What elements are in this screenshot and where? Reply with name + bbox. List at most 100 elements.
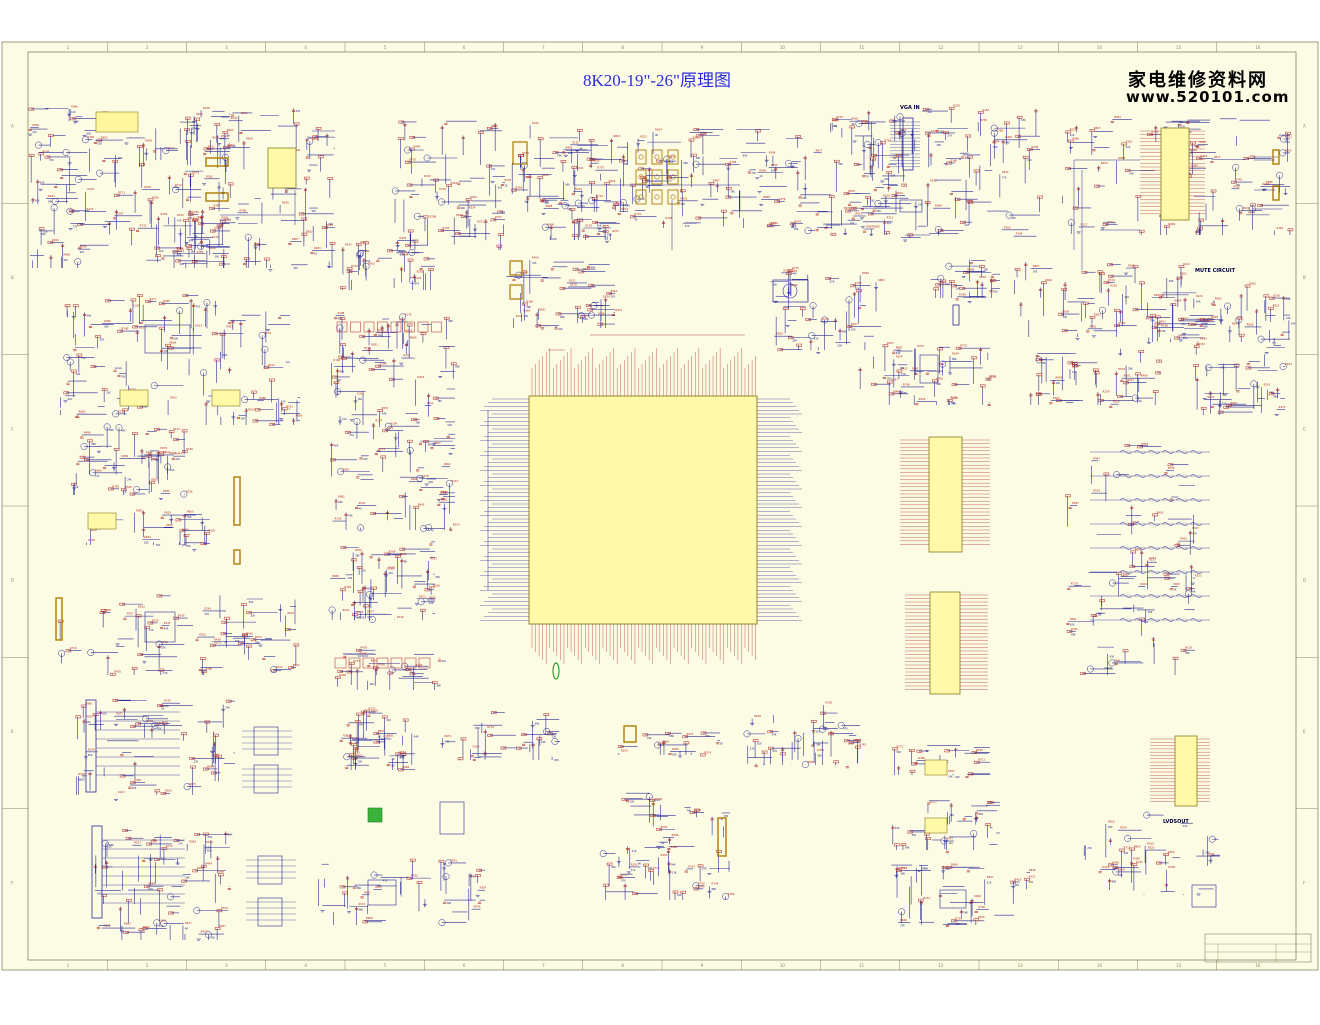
part-value: 97K — [338, 318, 343, 321]
part-value: 78K — [415, 421, 420, 424]
part-ref: R180 — [186, 447, 193, 451]
part-value: 36K — [900, 873, 905, 876]
part-ref: R160 — [473, 745, 480, 749]
part-ref: R170 — [570, 282, 577, 286]
part-ref: R732 — [351, 264, 358, 268]
part-value: 92K — [1126, 146, 1131, 149]
part-ref: R388 — [104, 608, 111, 612]
part-ref: R731 — [990, 375, 997, 379]
part-value: 26K — [223, 354, 228, 357]
part-value: 29K — [792, 340, 797, 343]
part-ref: R163 — [138, 604, 145, 608]
part-ref: R719 — [1151, 130, 1158, 134]
part-value: 36K — [705, 735, 710, 738]
part-ref: R653 — [124, 921, 131, 925]
part-ref: R288 — [666, 216, 673, 220]
part-value: 81K — [757, 743, 762, 746]
part-ref: R968 — [366, 916, 373, 920]
part-value: 36K — [876, 210, 881, 213]
part-ref: R950 — [1133, 856, 1140, 860]
part-value: 24K — [369, 683, 374, 686]
part-ref: R409 — [160, 212, 167, 216]
part-ref: R756 — [439, 187, 446, 191]
part-value: 30K — [214, 255, 219, 258]
part-ref: R399 — [344, 585, 351, 589]
part-value: 13K — [870, 199, 875, 202]
part-ref: R432 — [1002, 170, 1009, 174]
part-value: 1K — [314, 253, 318, 256]
part-ref: R394 — [1200, 337, 1207, 341]
part-ref: R727 — [353, 659, 360, 663]
part-value: 16K — [1286, 317, 1291, 320]
part-ref: R403 — [226, 325, 233, 329]
part-value: 23K — [400, 756, 405, 759]
part-value: 4K — [185, 927, 189, 930]
part-value: 89K — [448, 320, 453, 323]
part-value: 66K — [429, 481, 434, 484]
part-value: 39K — [965, 157, 970, 160]
part-ref: R440 — [413, 145, 420, 149]
part-value: 16K — [357, 887, 362, 890]
part-value: 84K — [359, 724, 364, 727]
zone-marker-right: D — [1303, 578, 1306, 583]
part-ref: R214 — [268, 363, 275, 367]
part-ref: R844 — [144, 535, 151, 539]
part-ref: R461 — [611, 289, 618, 293]
part-ref: R230 — [118, 409, 125, 413]
part-value: 26K — [558, 328, 563, 331]
part-ref: R549 — [978, 915, 985, 919]
part-ref: R452 — [790, 269, 797, 273]
part-value: 91K — [597, 224, 602, 227]
part-ref: R865 — [1134, 844, 1141, 848]
part-ref: R344 — [952, 352, 959, 356]
part-ref: R275 — [687, 732, 694, 736]
part-ref: R588 — [672, 833, 679, 837]
part-value: 11K — [80, 778, 85, 781]
part-value: 21K — [32, 131, 37, 134]
part-ref: R433 — [345, 243, 352, 247]
part-value: 51K — [950, 814, 955, 817]
part-ref: R522 — [1243, 206, 1250, 210]
part-ref: R137 — [375, 418, 382, 422]
part-ref: R968 — [670, 845, 677, 849]
part-value: 96K — [460, 207, 465, 210]
part-value: 98K — [1223, 394, 1228, 397]
part-ref: R291 — [1264, 383, 1271, 387]
zone-marker-bottom: 12 — [938, 963, 944, 968]
part-value: 16K — [900, 367, 905, 370]
zone-marker-top: 13 — [1018, 45, 1024, 50]
part-value: 88K — [952, 358, 957, 361]
part-value: 72K — [1161, 330, 1166, 333]
part-ref: R883 — [878, 278, 885, 282]
part-ref: R865 — [332, 574, 339, 578]
part-ref: R656 — [212, 135, 219, 139]
part-ref: R689 — [410, 336, 417, 340]
part-ref: R877 — [816, 148, 823, 152]
part-ref: R818 — [754, 714, 761, 718]
part-ref: R481 — [1154, 293, 1161, 297]
part-ref: R171 — [118, 191, 125, 195]
part-ref: R644 — [1045, 278, 1052, 282]
part-ref: R360 — [950, 158, 957, 162]
part-value: 31K — [631, 869, 636, 872]
part-value: 18K — [348, 577, 353, 580]
part-value: 87K — [192, 128, 197, 131]
part-value: 82K — [100, 338, 105, 341]
part-value: 57K — [947, 134, 952, 137]
part-ref: R626 — [900, 918, 907, 922]
part-value: 43K — [814, 338, 819, 341]
part-ref: R483 — [314, 246, 321, 250]
part-ref: R966 — [95, 468, 102, 472]
part-ref: R439 — [360, 646, 367, 650]
part-value: 37K — [900, 924, 905, 927]
part-value: 55K — [576, 221, 581, 224]
part-value: 35K — [911, 834, 916, 837]
part-ref: R396 — [730, 160, 737, 164]
part-value: 4K — [443, 863, 447, 866]
part-ref: R194 — [1016, 232, 1023, 236]
part-ref: R135 — [1136, 860, 1143, 864]
part-ref: R501 — [979, 275, 986, 279]
part-value: 35K — [159, 925, 164, 928]
part-ref: R742 — [859, 742, 866, 746]
part-value: 97K — [181, 544, 186, 547]
